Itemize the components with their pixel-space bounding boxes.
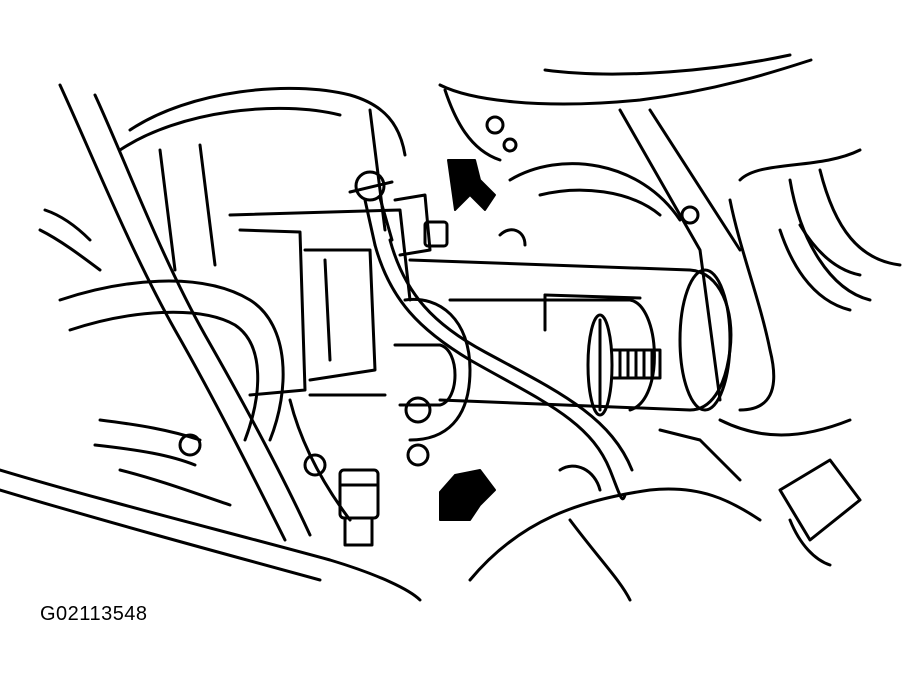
right-hose (728, 148, 902, 412)
starter-nose (393, 297, 472, 467)
upper-bolt-arrow (447, 159, 496, 211)
lower-bolt-arrow (439, 469, 496, 521)
figure-id-label: G02113548 (40, 603, 148, 625)
lower-left-panel (0, 468, 422, 602)
left-frame-rail (38, 83, 312, 542)
lower-right-parts (468, 418, 862, 602)
starter-motor (408, 258, 733, 417)
engine-block (438, 53, 813, 402)
upper-body-panel (118, 86, 407, 272)
lower-mounting-bolt (303, 453, 380, 547)
battery-cable (348, 170, 634, 501)
left-hose (58, 279, 285, 467)
upper-mounting-bolt (393, 193, 527, 257)
